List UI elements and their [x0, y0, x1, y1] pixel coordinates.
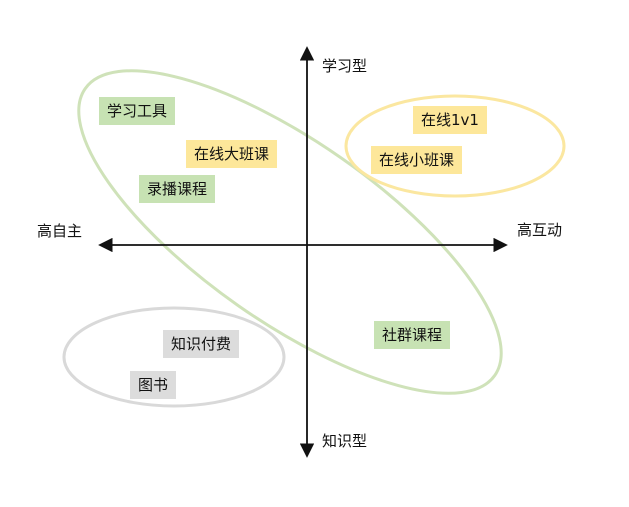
axis-label-left: 高自主	[37, 222, 83, 240]
tag-recorded-courses: 录播课程	[139, 175, 216, 203]
axis-label-bottom: 知识型	[322, 432, 368, 450]
tag-books: 图书	[130, 371, 177, 399]
gray-group-ellipse	[62, 306, 286, 408]
yellow-group-ellipse	[344, 94, 566, 198]
green-group-ellipse	[77, 69, 503, 395]
axis-label-top: 学习型	[322, 57, 368, 75]
tag-online-1v1: 在线1v1	[413, 106, 487, 134]
tag-community-courses: 社群课程	[374, 321, 451, 349]
tag-knowledge-paid: 知识付费	[163, 330, 240, 358]
tag-online-small-class: 在线小班课	[371, 146, 463, 174]
axis-label-right: 高互动	[517, 221, 563, 239]
tag-learning-tools: 学习工具	[99, 97, 176, 125]
tag-online-large-class: 在线大班课	[186, 140, 278, 168]
